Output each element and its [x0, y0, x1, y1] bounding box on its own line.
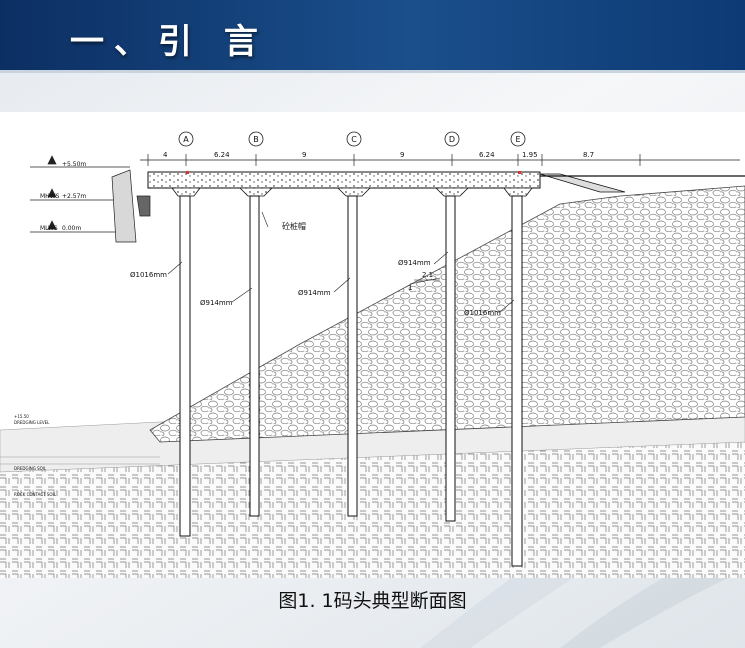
pile-label-e: Ø1016mm	[464, 309, 501, 317]
span-2: 9	[302, 151, 306, 159]
figure-caption: 图1. 1码头典型断面图	[278, 590, 467, 612]
span-6: 8.7	[583, 151, 594, 159]
level-top: +5.50m	[62, 161, 86, 168]
wharf-section-drawing: +5.50m MHWS +2.57m MLWS 0.00m 4 6.24 9 9…	[0, 112, 745, 578]
soil-layers	[0, 411, 745, 578]
axis-e: E	[515, 135, 520, 144]
level-mlws: 0.00m	[62, 225, 81, 232]
level-mhws: +2.57m	[62, 193, 86, 200]
pile-label-c: Ø914mm	[298, 289, 331, 297]
slide-title: 一、引 言	[70, 22, 268, 62]
piles	[179, 195, 523, 567]
pile-label-a: Ø1016mm	[130, 271, 167, 279]
span-5: 1.95	[522, 151, 538, 159]
span-4: 6.24	[479, 151, 495, 159]
axis-d: D	[449, 135, 455, 144]
pile-label-b: Ø914mm	[200, 299, 233, 307]
axis-b: B	[253, 135, 259, 144]
level-mlws-name: MLWS	[40, 225, 58, 232]
axis-c: C	[351, 135, 357, 144]
note-dredging-soil: DREDGING SOIL	[14, 466, 47, 471]
beam-label: 砼桩帽	[282, 221, 306, 231]
note-level: +15.50	[14, 414, 29, 419]
level-markers	[30, 155, 151, 243]
slope-ratio-mark	[409, 277, 441, 285]
note-rock-soil: ROCK CONTACT SOIL	[14, 492, 57, 497]
wharf-deck	[147, 171, 745, 197]
pile-label-d: Ø914mm	[398, 259, 431, 267]
span-0: 4	[163, 151, 168, 159]
axis-a: A	[183, 135, 189, 144]
span-3: 9	[400, 151, 404, 159]
slope-ratio-top: 2.1	[422, 271, 433, 279]
pile-leaders	[167, 211, 515, 313]
span-1: 6.24	[214, 151, 230, 159]
drawing-svg: +5.50m MHWS +2.57m MLWS 0.00m 4 6.24 9 9…	[0, 131, 745, 578]
title-banner: 一、引 言	[0, 0, 745, 73]
slope-ratio-bottom: 1	[408, 284, 412, 292]
axis-markers	[178, 131, 526, 147]
note-dredging-level: DREDGING LEVEL	[14, 420, 50, 425]
dimension-line	[140, 154, 740, 166]
level-mhws-name: MHWS	[40, 193, 60, 200]
